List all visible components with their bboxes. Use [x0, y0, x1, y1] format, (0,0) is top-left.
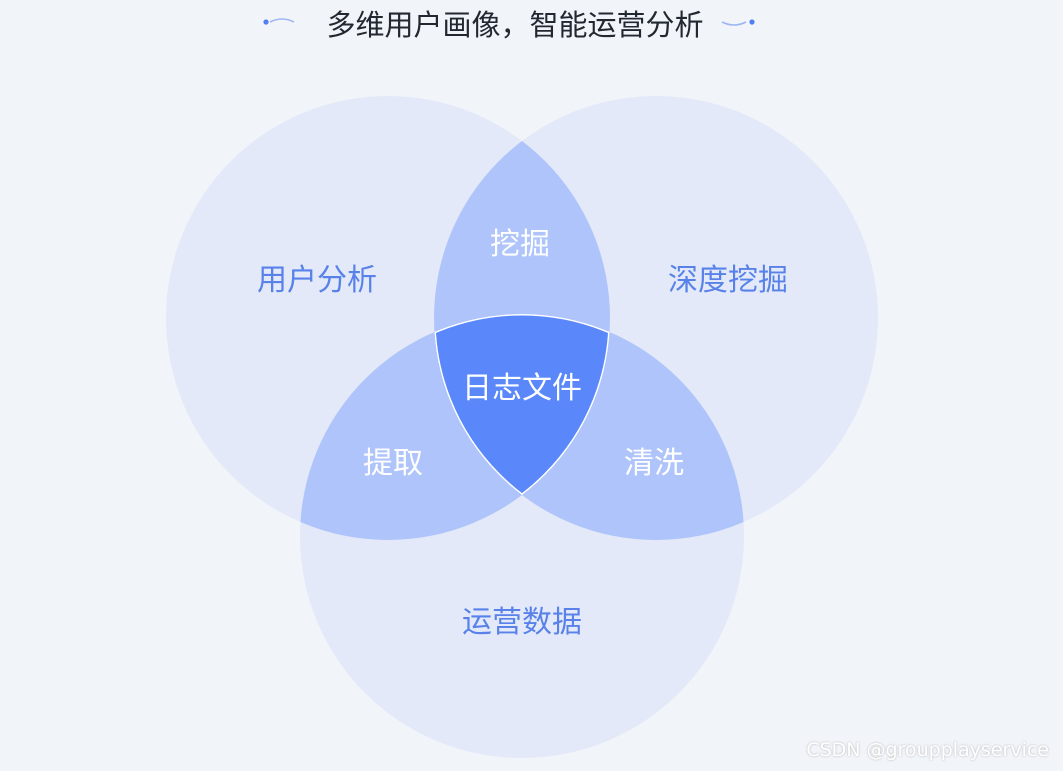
watermark: CSDN @groupplayservice [806, 739, 1049, 761]
label-log-files: 日志文件 [462, 371, 582, 406]
label-user-analysis: 用户分析 [257, 263, 377, 298]
label-deep-mining: 深度挖掘 [668, 263, 788, 298]
label-mining: 挖掘 [490, 227, 550, 262]
header: 多维用户画像，智能运营分析 [0, 0, 1063, 44]
label-clean: 清洗 [624, 446, 684, 481]
title-right-ornament-icon [721, 19, 755, 26]
label-extract: 提取 [363, 446, 423, 481]
title-left-ornament-icon [263, 18, 295, 25]
label-operation-data: 运营数据 [462, 605, 582, 640]
page-title: 多维用户画像，智能运营分析 [326, 8, 704, 42]
